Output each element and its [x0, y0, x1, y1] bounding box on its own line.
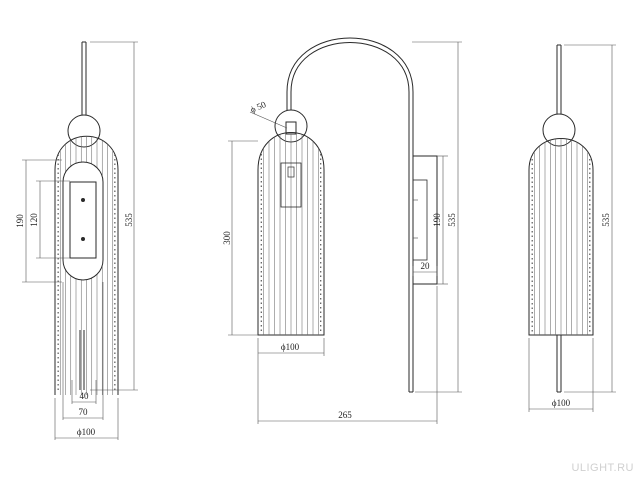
right-view: 535 ϕ100	[528, 44, 616, 412]
watermark-text: ULIGHT.RU	[571, 462, 634, 474]
center-shade-outline	[257, 132, 325, 336]
dim-50-leader	[249, 111, 288, 129]
center-socket	[280, 162, 302, 208]
dim-label-20: 20	[421, 261, 431, 271]
center-wall-bracket	[412, 179, 428, 261]
dim-label-100-left: ϕ100	[77, 427, 96, 437]
dim-label-535-left: 535	[124, 213, 134, 227]
left-screw-top	[81, 198, 85, 202]
left-ball	[67, 114, 101, 148]
dim-label-535-right: 535	[601, 213, 611, 227]
dim-label-190-left: 190	[15, 214, 25, 228]
dim-label-100-right: ϕ100	[552, 398, 571, 408]
center-wall-plate	[412, 155, 438, 285]
center-socket-inner	[287, 166, 295, 178]
dim-label-100-center: ϕ100	[281, 342, 300, 352]
left-view: 535 190 120 40 70 ϕ100	[15, 41, 138, 440]
left-bracket	[69, 181, 97, 259]
dim-label-120: 120	[29, 213, 39, 227]
center-arm-outer	[286, 37, 414, 392]
right-ball	[542, 113, 576, 147]
dim-label-300: 300	[222, 231, 232, 245]
center-view: ϕ 50 300 ϕ100 265 190 535 20	[222, 37, 462, 424]
dim-label-265: 265	[338, 410, 352, 420]
dim-label-190-center: 190	[432, 213, 442, 227]
right-shade-outline	[528, 138, 594, 336]
dim-label-40: 40	[80, 391, 90, 401]
right-shade-ribs	[531, 138, 591, 335]
left-screw-bottom	[81, 237, 85, 241]
dim-label-70: 70	[79, 407, 89, 417]
center-shade-ribs	[260, 132, 322, 335]
dim-label-50: ϕ 50	[249, 99, 268, 115]
dim-label-535-center: 535	[447, 213, 457, 227]
center-arm-inner	[290, 42, 410, 392]
